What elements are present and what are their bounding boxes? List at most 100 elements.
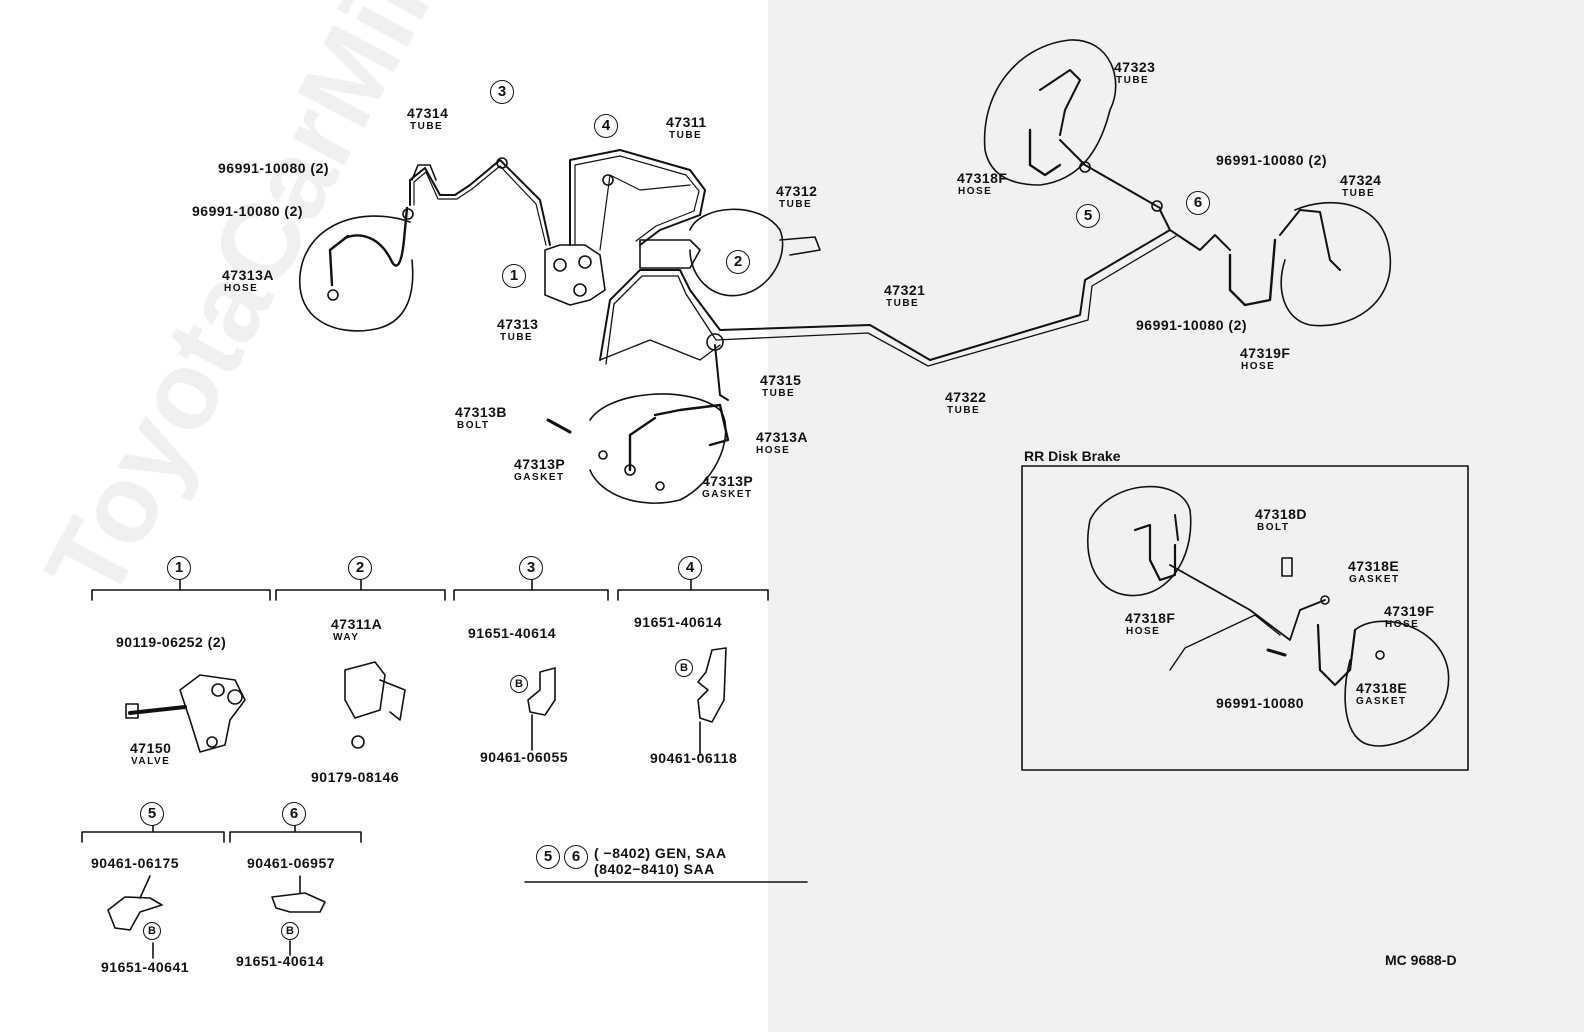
label-47319f-top-type: HOSE <box>1241 361 1276 372</box>
label-90179-08146: 90179-08146 <box>311 769 400 785</box>
group-2-bracket <box>275 589 446 601</box>
label-47313-type: TUBE <box>500 332 534 343</box>
label-47318d: 47318D <box>1255 506 1308 522</box>
hose-47319f-top <box>1228 238 1277 307</box>
left-front-drum-outline <box>299 215 414 332</box>
bolt-b-marker-g5: B <box>143 922 161 940</box>
label-47313: 47313 <box>497 316 539 332</box>
rear-left-drum <box>983 39 1117 186</box>
bolt-b-marker-g6: B <box>281 922 299 940</box>
label-47313p-right: 47313P <box>702 473 754 489</box>
tube-47322 <box>605 235 1177 367</box>
callout-6-note: 6 <box>564 845 588 869</box>
label-47323-type: TUBE <box>1116 75 1150 86</box>
label-47318d-type: BOLT <box>1257 522 1290 533</box>
callout-3-top: 3 <box>490 80 514 104</box>
rr-disk-right-rotor <box>1344 620 1450 747</box>
label-47313a-left: 47313A <box>222 267 275 283</box>
label-96991-b: 96991-10080 (2) <box>192 203 304 219</box>
callout-5-top: 5 <box>1076 204 1100 228</box>
callout-4-top: 4 <box>594 114 618 138</box>
group-3-bracket <box>453 589 609 601</box>
tube-47324 <box>1279 209 1341 271</box>
label-47323: 47323 <box>1114 59 1156 75</box>
label-47318e-b-type: GASKET <box>1356 696 1407 707</box>
label-47311-type: TUBE <box>669 130 703 141</box>
group-5-bracket <box>81 831 225 843</box>
tube-47315 <box>714 344 729 401</box>
label-47313a-right-type: HOSE <box>756 445 791 456</box>
tube-47323 <box>1039 69 1081 136</box>
label-47313p-left: 47313P <box>514 456 566 472</box>
label-47321: 47321 <box>884 282 926 298</box>
label-47150: 47150 <box>130 740 172 756</box>
callout-2-group: 2 <box>348 556 372 580</box>
label-47313a-left-type: HOSE <box>224 283 259 294</box>
bolt-90119-drawing <box>128 705 187 715</box>
label-47315-type: TUBE <box>762 388 796 399</box>
group-4-bracket <box>617 589 769 601</box>
label-47313p-right-type: GASKET <box>702 489 753 500</box>
label-47314-type: TUBE <box>410 121 444 132</box>
callout-6-top: 6 <box>1186 191 1210 215</box>
label-47318f-box-type: HOSE <box>1126 626 1161 637</box>
label-47322: 47322 <box>945 389 987 405</box>
label-47318f-top-type: HOSE <box>958 186 993 197</box>
label-47319f-box: 47319F <box>1384 603 1435 619</box>
brake-booster <box>689 208 784 297</box>
rear-right-drum <box>1280 201 1392 327</box>
callout-4-group: 4 <box>678 556 702 580</box>
label-90461-06118: 90461-06118 <box>650 750 738 766</box>
label-90461-06175: 90461-06175 <box>91 855 180 871</box>
callout-1-group: 1 <box>167 556 191 580</box>
label-91651-40641: 91651-40641 <box>101 959 190 975</box>
note-line-2: (8402−8410) SAA <box>594 861 715 877</box>
clamp-90461-06055-drawing <box>527 667 556 716</box>
label-47322-type: TUBE <box>947 405 981 416</box>
label-47318f-top: 47318F <box>957 170 1008 186</box>
label-47324-type: TUBE <box>1342 188 1376 199</box>
label-96991-d: 96991-10080 (2) <box>1136 317 1248 333</box>
label-47313p-left-type: GASKET <box>514 472 565 483</box>
callout-1-top: 1 <box>502 264 526 288</box>
note-line-1: ( −8402) GEN, SAA <box>594 845 727 861</box>
label-90461-06957: 90461-06957 <box>247 855 336 871</box>
drawing-code: MC 9688-D <box>1385 952 1457 968</box>
label-96991-e: 96991-10080 <box>1216 695 1305 711</box>
rr-disk-brake-title: RR Disk Brake <box>1024 448 1121 464</box>
label-90461-06055: 90461-06055 <box>480 749 569 765</box>
callout-5-group: 5 <box>140 802 164 826</box>
right-front-hose <box>653 403 730 447</box>
label-96991-a: 96991-10080 (2) <box>218 160 330 176</box>
label-47315: 47315 <box>760 372 802 388</box>
left-front-hose <box>343 206 409 267</box>
label-47311a: 47311A <box>331 616 383 632</box>
label-47318e-a: 47318E <box>1348 558 1400 574</box>
label-g6-91651-40614: 91651-40614 <box>236 953 325 969</box>
label-47318f-box: 47318F <box>1125 610 1176 626</box>
label-47312-type: TUBE <box>779 199 813 210</box>
clamp-90461-06118-drawing <box>697 647 727 723</box>
group-1-bracket <box>91 589 271 601</box>
label-47318e-a-type: GASKET <box>1349 574 1400 585</box>
clamp-90461-06957-drawing <box>271 892 326 913</box>
tube-47321 <box>599 209 1171 361</box>
label-47313a-right: 47313A <box>756 429 809 445</box>
label-g3-91651-40614: 91651-40614 <box>468 625 557 641</box>
rr-disk-left-rotor <box>1087 485 1192 597</box>
callout-6-group: 6 <box>282 802 306 826</box>
way-47311a-drawing <box>344 661 386 719</box>
callout-5-note: 5 <box>536 845 560 869</box>
master-cylinder-cluster <box>544 244 606 306</box>
label-47311a-type: WAY <box>333 632 360 643</box>
label-47324: 47324 <box>1340 172 1382 188</box>
rr-disk-brake-box <box>1021 465 1469 771</box>
label-47313b: 47313B <box>455 404 508 420</box>
right-front-drum-outline <box>589 393 727 504</box>
label-47150-type: VALVE <box>131 756 171 767</box>
label-g4-91651-40614: 91651-40614 <box>634 614 723 630</box>
label-47311: 47311 <box>666 114 707 130</box>
label-47319f-top: 47319F <box>1240 345 1291 361</box>
valve-47150-drawing <box>179 674 246 753</box>
